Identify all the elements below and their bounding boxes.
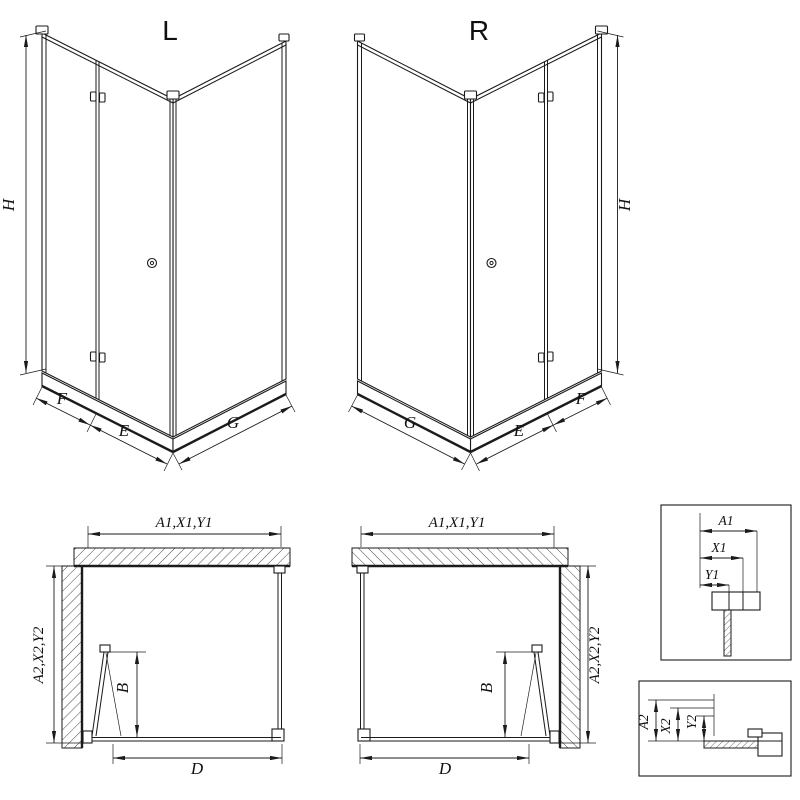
dimension-b: [108, 651, 146, 737]
fold-hinge-icon: [99, 644, 111, 653]
detail-x1-label: X1: [711, 540, 727, 555]
corner-post: [169, 97, 177, 436]
plan-b-label-left: B: [113, 682, 132, 693]
detail-y1-label: Y1: [705, 567, 719, 582]
hinge-bottom-icon: [89, 351, 106, 363]
dim-label-g-left: G: [227, 413, 239, 432]
plan-b-label-right: B: [477, 682, 496, 693]
dim-label-h-left: H: [0, 197, 18, 212]
dim-label-h-right: H: [615, 197, 634, 212]
dimension-d: [112, 744, 283, 764]
hinge-top-icon: [89, 91, 106, 103]
door-handle-icon: [146, 257, 158, 269]
dimension-depth: [46, 565, 88, 744]
dimension-height: [19, 30, 47, 376]
iso-view-left-linework: [19, 25, 296, 472]
glass-section: [703, 740, 765, 749]
folding-door-plan: [82, 644, 281, 744]
wall-profile-section-horizontal: [703, 728, 783, 757]
detail-box-width: A1 X1 Y1: [660, 504, 792, 661]
dim-label-e-right: E: [513, 421, 525, 440]
plan-width-label-right: A1,X1,Y1: [428, 515, 486, 531]
plan-depth-label-left: A2,X2,Y2: [31, 626, 47, 684]
wall-side: [61, 565, 84, 749]
dim-label-f-right: F: [575, 389, 587, 408]
folding-door-panel: [41, 32, 174, 438]
wall-top: [73, 547, 291, 568]
dim-label-e-left: E: [118, 421, 130, 440]
plan-d-label-right: D: [438, 759, 452, 778]
detail-box-depth: A2 X2 Y2: [636, 680, 792, 777]
detail-y2-label: Y2: [684, 715, 699, 730]
side-glass-plan: [271, 565, 286, 742]
view-title-left: L: [162, 15, 178, 46]
plan-d-label-left: D: [190, 759, 204, 778]
plan-width-label-left: A1,X1,Y1: [155, 515, 213, 531]
dimension-front: [32, 386, 174, 472]
dim-label-g-right: G: [404, 413, 416, 432]
plan-view-left-linework: [46, 526, 291, 764]
corner-bracket-icon: [166, 90, 180, 100]
detail-x2-label: X2: [658, 718, 673, 734]
view-title-right: R: [469, 15, 489, 46]
glass-section: [723, 609, 732, 657]
wall-profile-section: [711, 591, 761, 657]
dimension-width: [87, 526, 282, 548]
dim-label-f-left: F: [56, 389, 68, 408]
detail-a1-label: A1: [718, 513, 734, 528]
side-glass-panel: [172, 40, 287, 438]
wall-bracket-icon: [35, 25, 49, 35]
plan-view-right-linework: [352, 526, 596, 764]
dimension-side: [172, 394, 296, 471]
detail-a2-label: A2: [636, 714, 651, 730]
plan-depth-label-right: A2,X2,Y2: [587, 626, 603, 684]
wall-bracket-icon: [278, 33, 290, 42]
